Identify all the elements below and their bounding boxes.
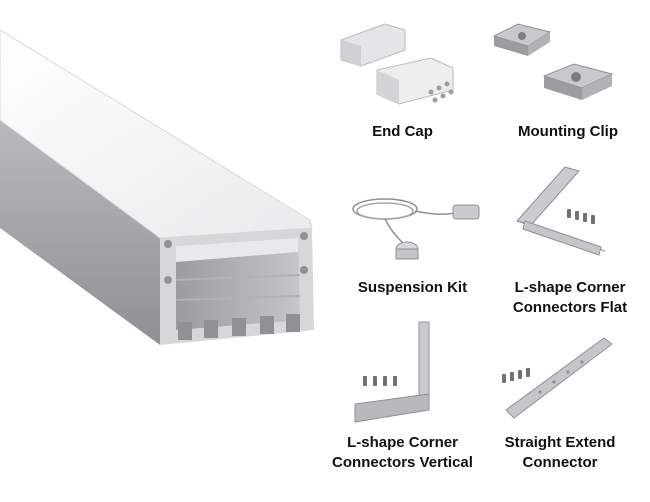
l-connector-flat-icon — [516, 166, 606, 256]
aluminium-profile-image — [0, 29, 314, 345]
mounting-clip-label: Mounting Clip — [518, 123, 618, 140]
mounting-clip-icon — [492, 23, 614, 100]
suspension-kit-icon — [352, 198, 480, 260]
end-cap-label: End Cap — [372, 123, 433, 140]
straight-connector-icon — [502, 337, 613, 419]
l-connector-vertical-icon — [354, 321, 430, 423]
suspension-kit-label: Suspension Kit — [357, 279, 468, 296]
end-cap-icon — [340, 23, 454, 105]
